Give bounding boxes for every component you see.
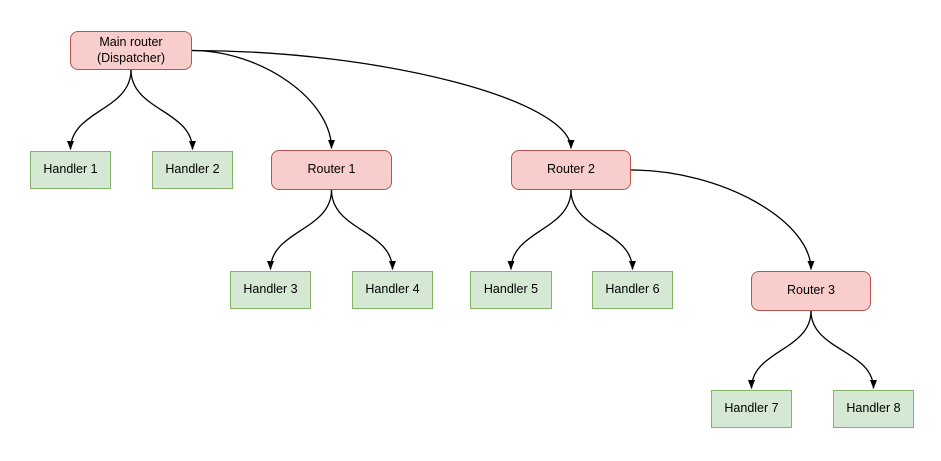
edge-main-to-handler1 bbox=[67, 69, 132, 150]
edge-router3-to-handler8 bbox=[810, 310, 877, 389]
node-handler8: Handler 8 bbox=[833, 390, 914, 428]
edge-router2-to-router3 bbox=[630, 169, 815, 270]
edge-router1-to-handler3 bbox=[267, 189, 333, 270]
edge-router2-to-handler5 bbox=[507, 189, 572, 270]
edge-main-to-handler2 bbox=[130, 69, 196, 150]
node-handler7: Handler 7 bbox=[711, 390, 792, 428]
node-handler1: Handler 1 bbox=[30, 151, 111, 189]
node-router3: Router 3 bbox=[751, 271, 871, 311]
node-handler2: Handler 2 bbox=[152, 151, 233, 189]
edge-router1-to-handler4 bbox=[330, 189, 396, 270]
node-handler3: Handler 3 bbox=[230, 271, 311, 309]
node-router2: Router 2 bbox=[511, 150, 631, 190]
node-router1: Router 1 bbox=[271, 150, 392, 190]
node-handler5: Handler 5 bbox=[470, 271, 552, 309]
edge-router2-to-handler6 bbox=[570, 189, 636, 270]
edge-main-to-router1 bbox=[191, 49, 335, 149]
edge-main-to-router2 bbox=[191, 49, 575, 149]
node-handler4: Handler 4 bbox=[352, 271, 433, 309]
edge-router3-to-handler7 bbox=[748, 310, 812, 389]
node-main: Main router (Dispatcher) bbox=[70, 31, 192, 70]
node-handler6: Handler 6 bbox=[592, 271, 673, 309]
